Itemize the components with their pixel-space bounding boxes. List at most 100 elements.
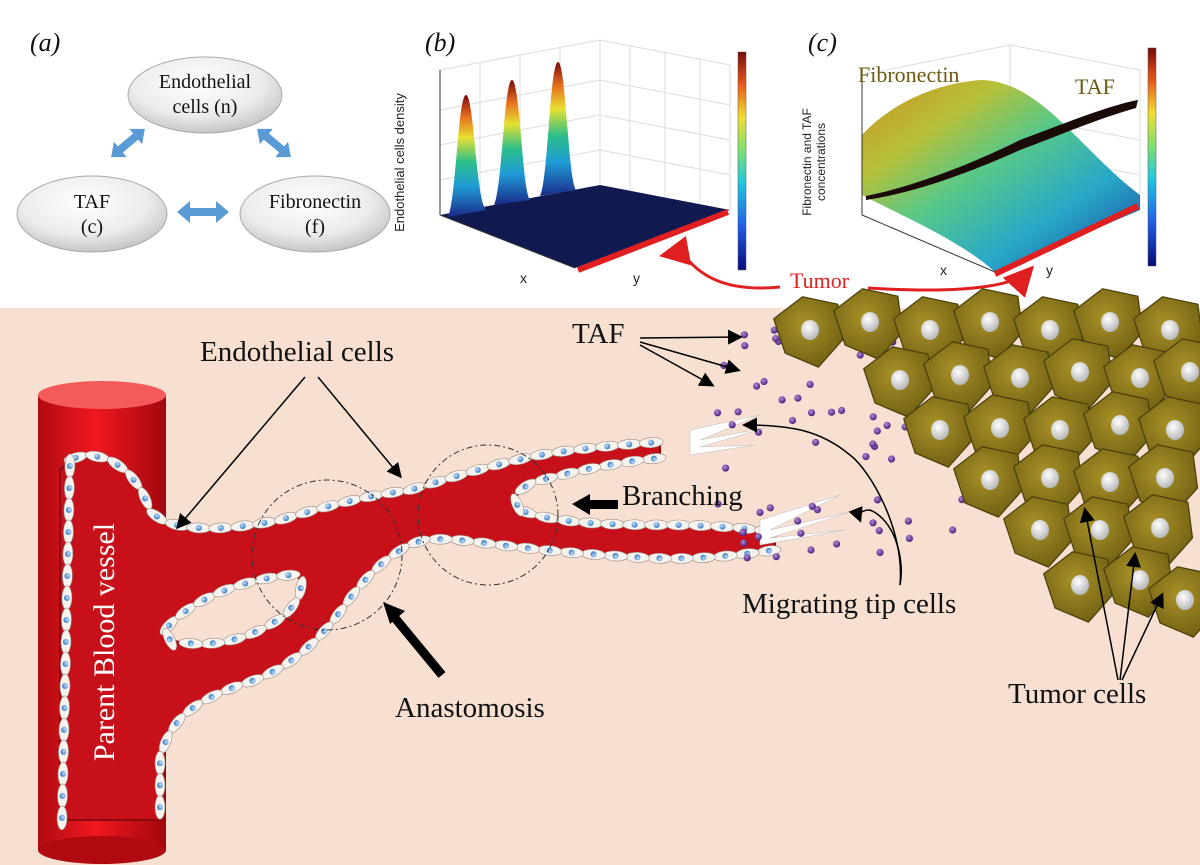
node-endothelial-shape [127, 56, 283, 134]
taf-molecule [778, 396, 786, 404]
tumor-cell [772, 296, 844, 368]
endothelial-cell [60, 629, 72, 655]
cell-nucleus [61, 704, 68, 711]
taf-molecule [754, 533, 762, 541]
cell-nucleus [607, 461, 614, 468]
arrow-taf-3 [639, 344, 715, 387]
cell-nucleus [697, 522, 704, 529]
taf-molecule [813, 506, 822, 514]
endothelial-cell [280, 652, 302, 669]
tumor-nucleus [1041, 320, 1059, 340]
taf-molecule [833, 540, 841, 548]
cell-nucleus [453, 472, 460, 479]
cell-nucleus [565, 517, 572, 524]
endothelial-cell [691, 552, 716, 563]
cell-nucleus [208, 693, 215, 700]
arrow-endothelial-2 [317, 376, 402, 479]
taf-molecule [873, 496, 882, 504]
cell-nucleus [228, 685, 235, 692]
endothelial-cell [641, 453, 667, 465]
tumor-arrow-to-b [659, 235, 781, 290]
cell-nucleus [304, 509, 311, 516]
tumor-cell [1002, 496, 1074, 568]
endothelial-cell [603, 550, 628, 562]
taf-molecule [873, 427, 881, 435]
endothelial-cell [58, 739, 69, 765]
cell-nucleus [481, 539, 488, 546]
taf-molecule [876, 548, 884, 557]
endothelial-cell [556, 515, 581, 527]
endothelial-cell [276, 569, 301, 581]
taf-molecule [743, 554, 751, 562]
cell-nucleus [157, 804, 163, 811]
tumor-cell [1042, 551, 1114, 623]
node-taf-line2: (c) [80, 216, 104, 238]
tumor-nucleus [1051, 420, 1069, 440]
taf-molecule [713, 409, 722, 417]
tumor-nucleus [1176, 590, 1194, 610]
node-endothelial-line2: cells (n) [172, 96, 238, 118]
density-peak-2 [494, 80, 530, 205]
tumor-nucleus [1161, 320, 1179, 340]
cell-nucleus [249, 677, 256, 684]
node-fibronectin-line2: (f) [305, 216, 325, 238]
cell-nucleus [517, 456, 524, 463]
tumor-edge-c [993, 203, 1140, 277]
cell-nucleus [437, 536, 444, 543]
cell-nucleus [61, 726, 68, 733]
taf-molecule [728, 421, 736, 429]
cell-nucleus [63, 594, 70, 601]
tumor-nucleus [921, 320, 939, 340]
panel-c-fibronectin-label: Fibronectin [858, 62, 960, 87]
cell-nucleus [288, 657, 295, 664]
taf-molecule [754, 428, 763, 436]
tumor-nucleus [1166, 420, 1184, 440]
panel-c-xlabel: x [940, 262, 947, 278]
endothelial-cell [178, 638, 204, 649]
cell-nucleus [719, 523, 726, 530]
cell-nucleus [700, 554, 707, 561]
endothelial-cell [450, 535, 475, 546]
colorbar-c [1147, 47, 1157, 267]
tumor-cell [952, 288, 1024, 360]
cell-nucleus [195, 524, 202, 531]
taf-molecule [869, 440, 877, 448]
panel-c-ylabel: y [1046, 262, 1053, 278]
endothelial-cell [154, 750, 166, 776]
cell-nucleus [288, 604, 295, 611]
endothelial-cell [295, 506, 319, 519]
node-taf-line1: TAF [73, 191, 111, 213]
label-migrating-tip-cells: Migrating tip cells [742, 588, 957, 620]
taf-molecule [740, 331, 749, 339]
node-fibronectin-text: Fibronectin (f) [245, 190, 385, 240]
endothelial-cell [732, 523, 757, 534]
tumor-cell [902, 396, 974, 468]
cell-nucleus [522, 483, 529, 490]
endothelial-cell [175, 602, 197, 620]
endothelial-cell [600, 518, 625, 530]
cell-nucleus [157, 782, 163, 789]
endothelial-cell [638, 437, 664, 449]
taf-molecule [827, 408, 836, 416]
double-arrow-taf-fibronectin [177, 201, 229, 223]
arrow-taf-2 [639, 341, 741, 374]
arrow-tumor-1 [1079, 507, 1119, 681]
taf-molecule [772, 553, 780, 561]
cell-nucleus [305, 643, 312, 650]
arrow-taf-1 [639, 329, 743, 345]
taf-molecule [788, 416, 797, 425]
cell-nucleus [239, 523, 246, 530]
cell-nucleus [157, 760, 163, 767]
cell-nucleus [221, 587, 228, 594]
cell-nucleus [59, 814, 66, 821]
endothelial-cell [59, 673, 71, 699]
taf-molecule [838, 406, 846, 415]
endothelial-cell [444, 469, 469, 483]
endothelial-cell [551, 445, 576, 457]
double-arrow-endothelial-taf [111, 128, 145, 158]
endothelial-cell [59, 695, 70, 721]
taf-surface [866, 100, 1138, 200]
panel-c-zlabel-line1: Fibronectin and TAF [799, 108, 814, 216]
cell-nucleus [242, 580, 249, 587]
endothelial-cell [56, 805, 68, 831]
